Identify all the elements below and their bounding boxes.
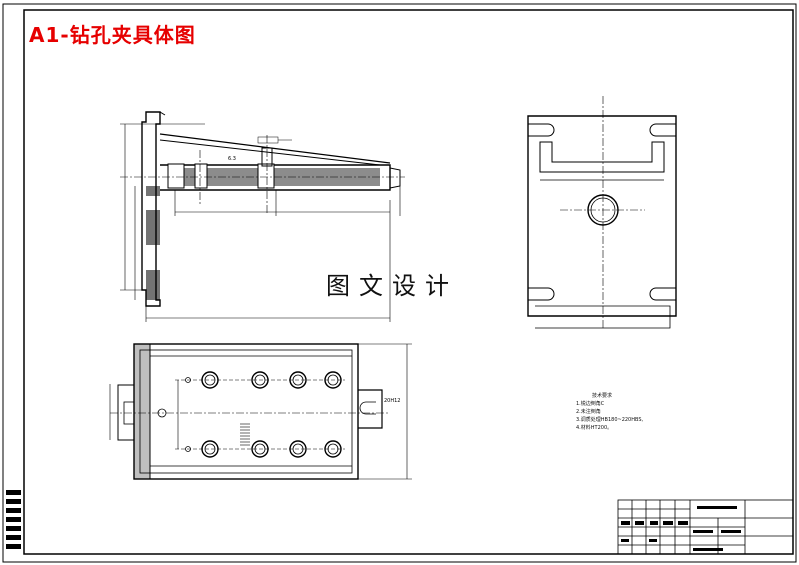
binding-strip	[6, 490, 21, 549]
roughness-symbol: 6.3	[228, 156, 236, 162]
front-view	[120, 111, 405, 322]
title-block	[617, 499, 794, 555]
technical-notes: 技术要求 1.锐边倒角C 2.未注倒角 3.调质处理HB180~220HBS, …	[576, 392, 643, 432]
watermark-text: 图文设计	[326, 272, 458, 300]
top-view	[109, 343, 412, 480]
technical-note-item: 1.锐边倒角C	[576, 401, 605, 407]
technical-notes-title: 技术要求	[592, 393, 613, 399]
technical-note-item: 2.未注倒角	[576, 409, 601, 415]
technical-note-item: 3.调质处理HB180~220HBS,	[576, 417, 644, 423]
side-view	[527, 96, 677, 329]
inner-frame	[23, 9, 794, 555]
outer-border	[2, 3, 797, 563]
drawing-title: A1-钻孔夹具体图	[29, 23, 196, 47]
title-block-marks	[621, 506, 741, 551]
technical-note-item: 4.材料HT200。	[576, 425, 613, 431]
top-view-slot-dim: 20H12	[384, 398, 400, 404]
